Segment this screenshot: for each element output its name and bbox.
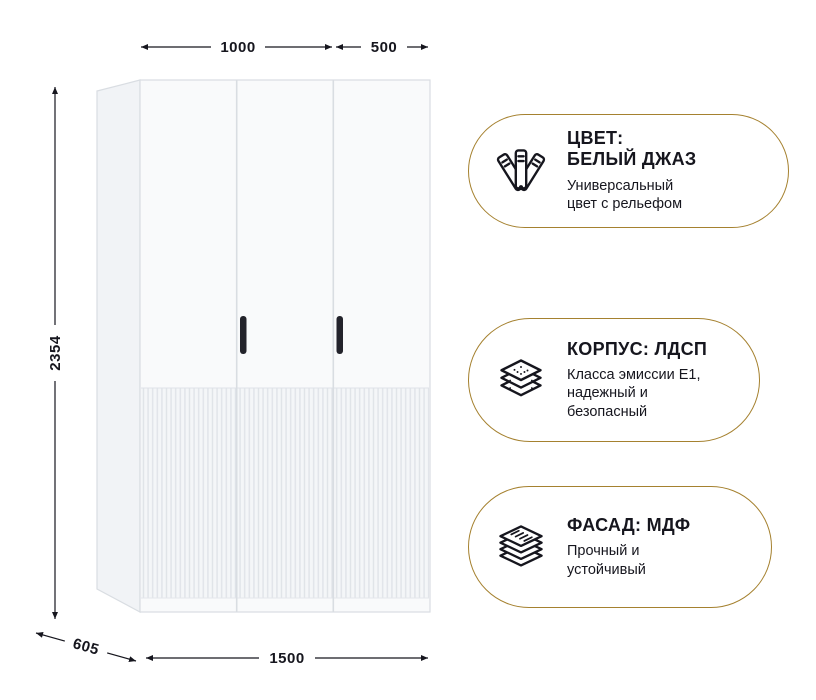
label-bg [259,648,315,668]
dimension-labels: 1000 500 2354 1500 605 [45,37,407,668]
feature-card-color: ЦВЕТ: БЕЛЫЙ ДЖАЗ Универсальный цвет с ре… [468,114,789,228]
dim-top-right-label: 500 [371,39,398,56]
feature-card-body-material: КОРПУС: ЛДСП Класса эмиссии Е1, надежный… [468,318,760,442]
feature-card-facade-material: ФАСАД: МДФ Прочный и устойчивый [468,486,772,608]
dim-depth-label: 605 [71,635,101,659]
feature-card-subtitle: Класса эмиссии Е1, надежный и безопасный [567,366,701,420]
wardrobe-illustration: 1000 500 2354 1500 605 [35,37,431,668]
feature-card-subtitle: Универсальный цвет с рельефом [567,177,683,213]
dim-top-left-label: 1000 [220,39,255,56]
dim-height-label: 2354 [47,335,64,371]
dim-width-label: 1500 [269,650,304,667]
label-bg [361,37,407,57]
door-handle-right [336,316,343,354]
label-bg [45,325,65,381]
fluted-panel [141,388,429,598]
feature-card-subtitle: Прочный и устойчивый [567,543,646,578]
layered-board-icon [493,354,549,406]
wardrobe-side-panel [96,79,141,614]
feature-card-title: ФАСАД: МДФ [567,514,691,535]
door-handle-middle [240,316,247,354]
feature-card-title: КОРПУС: ЛДСП [567,338,708,359]
label-bg [62,632,110,662]
label-bg [211,37,265,57]
wardrobe-body [96,79,431,614]
color-swatches-icon [493,145,549,197]
stacked-sheets-icon [493,521,549,573]
feature-card-title: ЦВЕТ: БЕЛЫЙ ДЖАЗ [567,128,697,170]
